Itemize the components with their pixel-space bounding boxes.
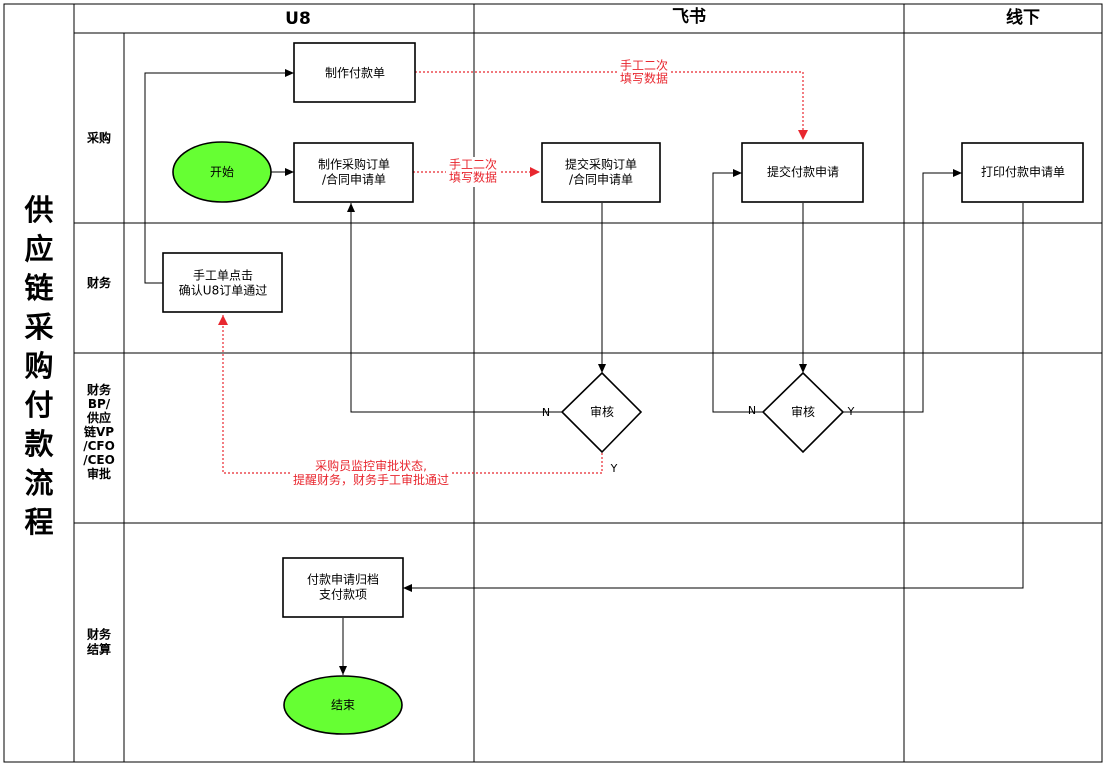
row-approval-line: /CEO [83, 453, 115, 467]
node-submit-payment-label: 提交付款申请 [767, 164, 839, 179]
node-end-line: 结束 [331, 698, 355, 712]
node-submit-po-label: 提交采购订单/合同申请单 [565, 157, 637, 187]
edge-review2-yes-to-print [843, 169, 962, 413]
row-header-finance: 财务 [86, 275, 112, 290]
node-review-2 [761, 371, 845, 454]
label-bg-monitor [290, 458, 452, 488]
label-bg-manual-top [617, 58, 671, 88]
row-approval-line: 供应 [86, 410, 111, 425]
node-print-payment-label: 打印付款申请单 [981, 165, 1065, 179]
node-finance_confirm-line: 确认U8订单通过 [179, 284, 267, 298]
title-char-line: 付 [24, 388, 53, 422]
node-submit_po-line: /合同申请单 [569, 172, 633, 187]
node-review-1 [560, 371, 643, 454]
edge-label-monitor: 采购员监控审批状态,提醒财务，财务手工审批通过 [293, 458, 449, 487]
edge-labels: 手工二次填写数据 手工二次填写数据 采购员监控审批状态,提醒财务，财务手工审批通… [290, 58, 855, 488]
title-char-line: 应 [24, 232, 53, 266]
node-review2-line: 审核 [791, 404, 815, 419]
row-approval-line: /CFO [83, 439, 115, 453]
node-finance-confirm [162, 252, 283, 313]
node-review1-line: 审核 [590, 404, 614, 419]
row-settlement-line: 结算 [87, 642, 111, 657]
node-start-label: 开始 [210, 165, 234, 179]
node-archive [282, 557, 404, 618]
node-make-po [293, 142, 414, 203]
column-header-feishu: 飞书 [672, 7, 706, 27]
edge-finance-to-make-payment [144, 69, 294, 284]
outer-border [3, 3, 1103, 763]
node-make_payment_order-line: 制作付款单 [325, 66, 385, 80]
row-approval-line: 财务 [86, 382, 112, 397]
node-make_po-line: 制作采购订单 [318, 157, 390, 172]
column-header-offline: 线下 [1006, 7, 1040, 28]
node-review-1-label: 审核 [590, 404, 614, 419]
node-start [172, 141, 272, 203]
title-char-line: 程 [24, 505, 53, 539]
title-char-line: 购 [24, 349, 53, 383]
manual-connectors [218, 71, 808, 474]
connectors [144, 69, 1024, 675]
edge-monitor-to-finance-confirm [218, 315, 603, 474]
title-char-line: 供 [23, 193, 53, 227]
node-archive-line: 付款申请归档 [307, 573, 379, 587]
node-make-payment-order [293, 42, 416, 103]
swimlane-grid [3, 3, 1103, 763]
node-make-payment-order-label: 制作付款单 [325, 66, 385, 80]
edge-label-manual-fill-top: 手工二次填写数据 [620, 59, 668, 86]
title-char-line: 流 [24, 466, 53, 500]
node-submit-payment [741, 142, 864, 203]
row-approval-line: 链VP [84, 424, 114, 439]
edge-label-review1-yes: Y [610, 462, 618, 475]
node-make_po-line: /合同申请单 [322, 172, 386, 187]
edge-label-review2-no: N [748, 404, 756, 417]
label-bg-manual-mid [446, 157, 500, 187]
node-make-po-label: 制作采购订单/合同申请单 [318, 157, 390, 187]
monitor-line: 采购员监控审批状态, [315, 458, 427, 473]
row-settlement-line: 财务 [86, 627, 112, 642]
edge-review2-no-to-submit-payment [712, 169, 763, 413]
node-archive-label: 付款申请归档支付款项 [307, 573, 379, 602]
row-approval-line: BP/ [88, 397, 111, 411]
node-end-label: 结束 [331, 698, 355, 712]
node-print-payment [961, 142, 1084, 203]
monitor-line: 提醒财务，财务手工审批通过 [293, 472, 449, 487]
row-header-purchase: 采购 [86, 130, 111, 145]
node-finance_confirm-line: 手工单点击 [193, 269, 253, 283]
node-print_payment-line: 打印付款申请单 [981, 165, 1065, 179]
manual-top-line: 填写数据 [620, 71, 668, 86]
node-review-2-label: 审核 [791, 404, 815, 419]
node-end [283, 675, 403, 735]
diagram-title: 供应链采购付款流程 [23, 193, 54, 539]
manual-top-line: 手工二次 [620, 59, 668, 73]
edge-review1-no-to-make-po [347, 203, 562, 413]
manual-mid-line: 手工二次 [449, 158, 497, 172]
nodes: 制作付款单 开始 制作采购订单/合同申请单 提交采购订单/合同申请单 提交付款申… [162, 42, 1084, 735]
node-submit_payment-line: 提交付款申请 [767, 164, 839, 179]
edge-print-to-archive [403, 203, 1024, 592]
row-header-settlement: 财务结算 [86, 627, 112, 657]
node-finance-confirm-label: 手工单点击确认U8订单通过 [179, 269, 267, 298]
edge-label-review1-no: N [542, 406, 550, 419]
node-start-line: 开始 [210, 165, 234, 179]
title-char-line: 款 [24, 427, 54, 461]
title-char-line: 采 [24, 310, 53, 344]
node-submit_po-line: 提交采购订单 [565, 157, 637, 172]
row-approval-line: 审批 [87, 466, 111, 481]
node-submit-po [541, 142, 661, 203]
edge-label-manual-fill-mid: 手工二次填写数据 [449, 158, 497, 185]
manual-mid-line: 填写数据 [449, 170, 497, 185]
node-archive-line: 支付款项 [319, 588, 367, 602]
edge-manual-payment-to-submit-payment [415, 71, 808, 140]
edge-label-review2-yes: Y [847, 405, 855, 418]
column-header-u8: U8 [285, 9, 311, 29]
title-char-line: 链 [24, 271, 53, 305]
